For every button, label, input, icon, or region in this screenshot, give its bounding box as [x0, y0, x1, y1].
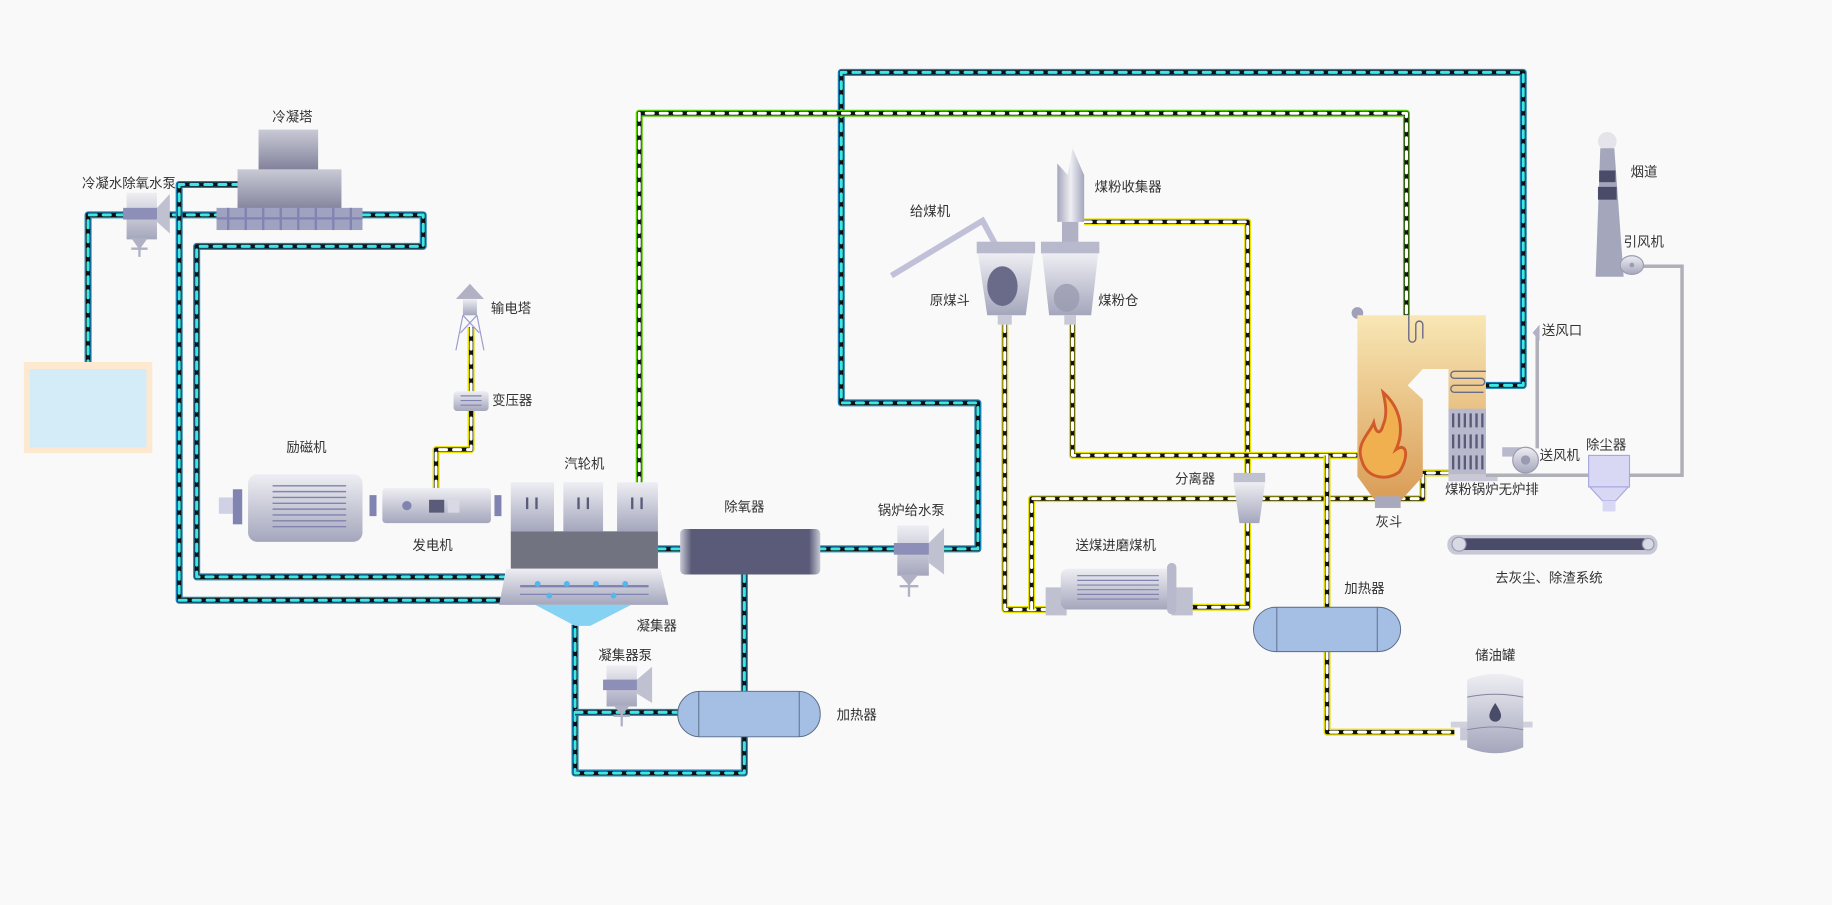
forced-draft-fan-label: 送风机: [1540, 448, 1581, 464]
steam-pipe-boiler-to-turbine: [635, 109, 1410, 487]
exciter-label: 励磁机: [286, 440, 327, 456]
condenser[interactable]: [499, 568, 669, 626]
condenser-pump[interactable]: [603, 665, 653, 727]
water-tank: [23, 362, 153, 454]
separator[interactable]: [1233, 472, 1266, 524]
coal-powder-collector-label: 煤粉收集器: [1095, 180, 1163, 196]
chimney-label: 烟道: [1631, 164, 1658, 180]
transformer[interactable]: [453, 391, 489, 412]
chimney[interactable]: [1595, 131, 1624, 277]
dust-collector-label: 除尘器: [1586, 438, 1627, 454]
coal-mill-label: 送煤进磨煤机: [1075, 538, 1156, 554]
coal-pipe-separator-to-mill: [1187, 521, 1252, 611]
water-pipe-tower-inner: [193, 211, 507, 581]
ash-system-label: 去灰尘、除渣系统: [1495, 571, 1602, 587]
generator-label: 发电机: [412, 538, 453, 554]
oil-tank-label: 储油罐: [1475, 648, 1515, 664]
boiler-feed-pump-label: 锅炉给水泵: [878, 503, 945, 519]
condenser-pump-label: 凝集器泵: [598, 648, 652, 664]
forced-draft-fan[interactable]: [1502, 446, 1539, 474]
water-pipe-tank-to-tower: [84, 211, 219, 370]
ash-hopper[interactable]: [1374, 496, 1401, 508]
ash-hopper-label: 灰斗: [1376, 515, 1403, 531]
transformer-label: 变压器: [492, 393, 533, 409]
coal-feeder-label: 给煤机: [910, 204, 951, 220]
coal-pipe-collector-to-mill: [1082, 218, 1252, 475]
water-pipe-feedwater: [816, 68, 1527, 553]
power-line-generator: [432, 409, 475, 490]
induced-draft-fan-label: 引风机: [1624, 234, 1665, 250]
raw-coal-hopper-label: 原煤斗: [930, 293, 970, 309]
pipe-network: [84, 68, 1527, 777]
boiler-feed-pump[interactable]: [893, 525, 945, 597]
raw-coal-hopper[interactable]: [976, 241, 1036, 325]
induced-draft-fan[interactable]: [1619, 255, 1645, 276]
condenser-label: 凝集器: [637, 619, 678, 635]
condensate-pump-label: 冷凝水除氧水泵: [82, 176, 176, 192]
generator[interactable]: [382, 488, 502, 524]
coal-pipe-raw-hopper-to-mill: [1001, 323, 1050, 614]
turbine-label: 汽轮机: [564, 456, 605, 472]
coal-mill[interactable]: [1045, 562, 1193, 616]
heater-2[interactable]: [1253, 606, 1402, 653]
transmission-tower[interactable]: [455, 283, 485, 351]
heater-1-label: 加热器: [837, 707, 878, 723]
separator-label: 分离器: [1175, 470, 1216, 487]
coal-pipe-mill-to-separator: [1028, 469, 1451, 612]
dust-collector[interactable]: [1588, 454, 1631, 512]
steam-turbine[interactable]: [510, 482, 658, 569]
air-inlet[interactable]: [1532, 324, 1540, 341]
water-pipe-tower-outer: [175, 181, 507, 604]
deaerator[interactable]: [680, 528, 821, 575]
cooling-tower[interactable]: [216, 129, 363, 231]
exciter[interactable]: [218, 474, 377, 542]
flame-icon: [1358, 388, 1408, 479]
coal-powder-collector[interactable]: [1057, 148, 1085, 243]
oil-drop-icon: [1489, 702, 1502, 722]
air-duct: [1485, 264, 1684, 478]
coal-powder-bin-label: 煤粉仓: [1098, 293, 1139, 309]
coal-powder-bin[interactable]: [1040, 241, 1100, 325]
water-pipe-deaerator-loop: [571, 573, 748, 777]
heater-1[interactable]: [677, 690, 821, 738]
heater-2-label: 加热器: [1344, 581, 1385, 597]
coal-pipe-bin-to-boiler: [1068, 323, 1359, 459]
transmission-tower-label: 输电塔: [491, 301, 532, 317]
cooling-tower-label: 冷凝塔: [272, 109, 313, 125]
boiler-label: 煤粉锅炉无炉排: [1445, 482, 1539, 498]
condensate-pump[interactable]: [123, 192, 170, 257]
oil-pipe-heater-to-tank: [1323, 650, 1456, 736]
ash-conveyor[interactable]: [1447, 534, 1658, 555]
air-inlet-label: 送风口: [1542, 323, 1582, 339]
deaerator-label: 除氧器: [724, 499, 765, 515]
